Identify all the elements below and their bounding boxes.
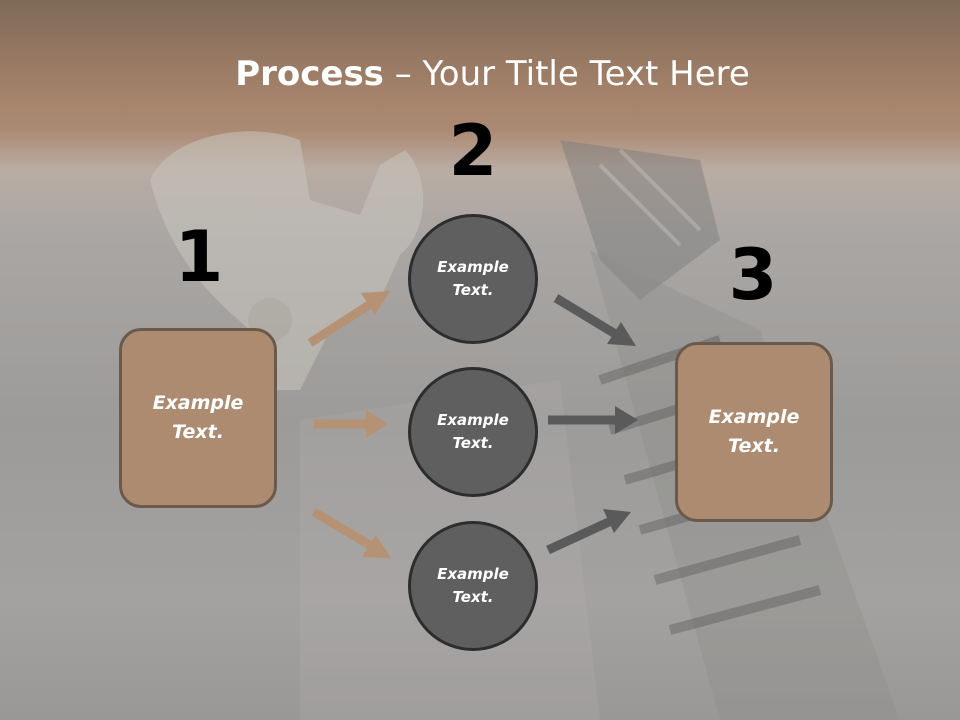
title-rest: – Your Title Text Here — [383, 54, 750, 94]
process-circle-middle: Example Text. — [408, 367, 538, 497]
arrow-left-up — [307, 291, 390, 347]
arrow-right-up — [553, 294, 636, 346]
circle-top-text: Example Text. — [437, 258, 509, 299]
circle-middle-text: Example Text. — [437, 411, 509, 452]
arrow-right-middle — [548, 406, 638, 434]
step-number-3: 3 — [728, 234, 778, 316]
step-1-box: Example Text. — [119, 328, 277, 508]
slide-title: Process – Your Title Text Here — [0, 52, 960, 96]
arrow-right-down — [546, 509, 631, 555]
title-bold: Process — [235, 54, 384, 94]
step-3-text: Example Text. — [708, 406, 800, 457]
step-3-box: Example Text. — [675, 342, 833, 522]
process-circle-bottom: Example Text. — [408, 521, 538, 651]
arrow-left-middle — [314, 410, 388, 438]
step-number-1: 1 — [174, 216, 224, 298]
circle-bottom-text: Example Text. — [437, 565, 509, 606]
step-1-text: Example Text. — [152, 392, 244, 443]
step-number-2: 2 — [448, 110, 498, 192]
arrow-left-down — [311, 508, 391, 558]
process-circle-top: Example Text. — [408, 214, 538, 344]
